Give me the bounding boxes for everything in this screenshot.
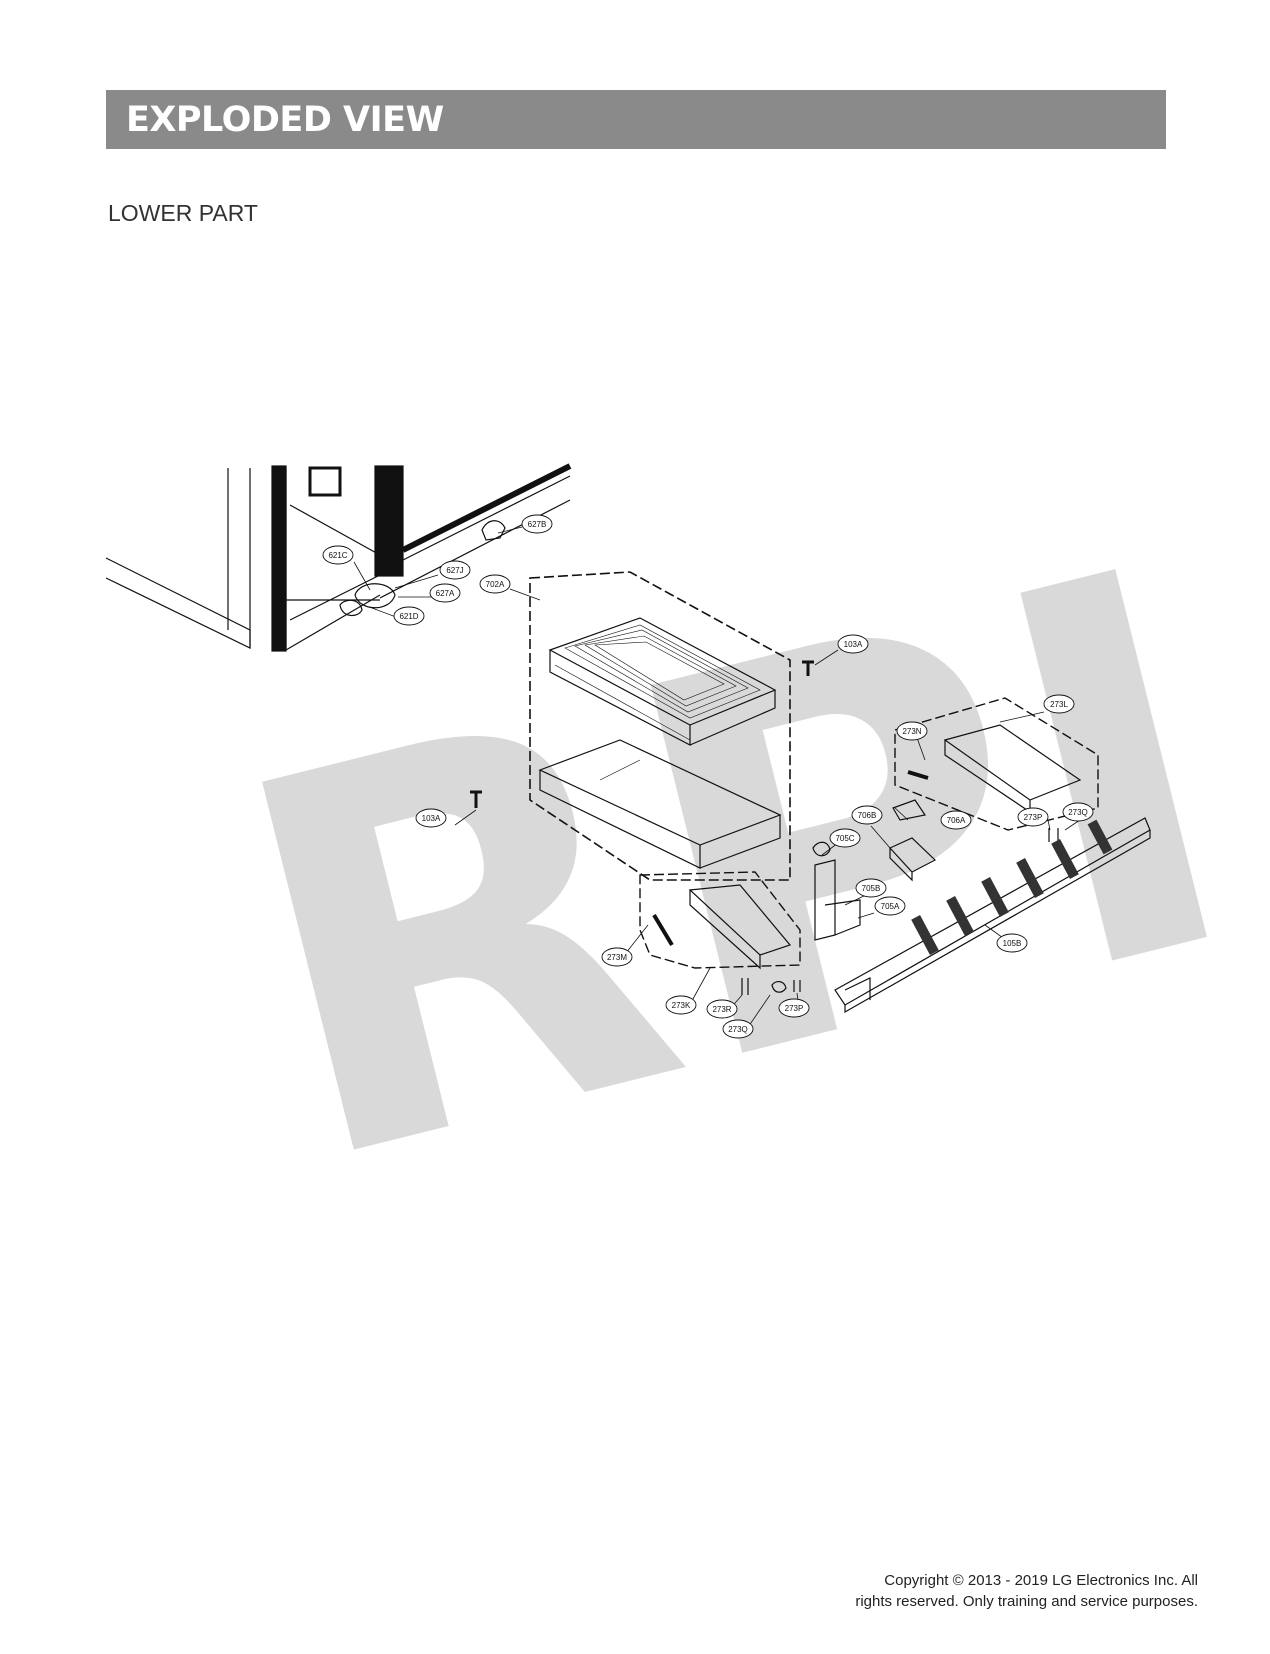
callout-label: 706B [858, 811, 877, 820]
callout-label: 105B [1003, 939, 1022, 948]
callout-273p: 273P [778, 998, 810, 1018]
callout-273m: 273M [601, 947, 633, 967]
callout-706a: 706A [940, 810, 972, 830]
callout-627b: 627B [521, 514, 553, 534]
callout-273p: 273P [1017, 807, 1049, 827]
callout-706b: 706B [851, 805, 883, 825]
callout-label: 621D [399, 612, 418, 621]
callout-label: 705C [835, 834, 854, 843]
callout-273q: 273Q [722, 1019, 754, 1039]
callout-label: 705A [881, 902, 900, 911]
callout-label: 627A [436, 589, 455, 598]
callout-label: 702A [486, 580, 505, 589]
copyright-notice: Copyright © 2013 - 2019 LG Electronics I… [778, 1570, 1198, 1612]
watermark-text: RPI [191, 457, 1270, 1281]
callout-627j: 627J [439, 560, 471, 580]
section-title: LOWER PART [108, 200, 258, 226]
callout-label: 273Q [728, 1025, 748, 1034]
callout-705c: 705C [829, 828, 861, 848]
callout-label: 273L [1050, 700, 1068, 709]
callout-label: 621C [328, 551, 347, 560]
callout-label: 627B [528, 520, 547, 529]
callout-label: 103A [844, 640, 863, 649]
callout-273l: 273L [1043, 694, 1075, 714]
callout-273r: 273R [706, 999, 738, 1019]
callout-label: 627J [446, 566, 463, 575]
copyright-line-2: rights reserved. Only training and servi… [855, 1593, 1198, 1610]
callout-label: 273Q [1068, 808, 1088, 817]
callout-273q: 273Q [1062, 802, 1094, 822]
copyright-line-1: Copyright © 2013 - 2019 LG Electronics I… [884, 1572, 1198, 1589]
header-bar: EXPLODED VIEW [106, 90, 1166, 149]
callouts: 627B 621C 627J 627A 621D 702A 103A 103A 273L 273N… [322, 514, 1094, 1039]
callout-621c: 621C [322, 545, 354, 565]
callout-105b: 105B [996, 933, 1028, 953]
callout-702a: 702A [479, 574, 511, 594]
callout-273n: 273N [896, 721, 928, 741]
page-title: EXPLODED VIEW [126, 100, 444, 140]
callout-103a: 103A [837, 634, 869, 654]
callout-label: 273P [1024, 813, 1043, 822]
callout-label: 705B [862, 884, 881, 893]
callout-label: 706A [947, 816, 966, 825]
callout-627a: 627A [429, 583, 461, 603]
callout-103a: 103A [415, 808, 447, 828]
callout-705b: 705B [855, 878, 887, 898]
callout-label: 273P [785, 1004, 804, 1013]
callout-label: 273K [672, 1001, 691, 1010]
diagram-lines [105, 463, 1151, 1014]
callout-label: 103A [422, 814, 441, 823]
callout-label: 273N [902, 727, 921, 736]
callout-label: 273R [712, 1005, 731, 1014]
callout-705a: 705A [874, 896, 906, 916]
callout-621d: 621D [393, 606, 425, 626]
callout-273k: 273K [665, 995, 697, 1015]
callout-label: 273M [607, 953, 627, 962]
